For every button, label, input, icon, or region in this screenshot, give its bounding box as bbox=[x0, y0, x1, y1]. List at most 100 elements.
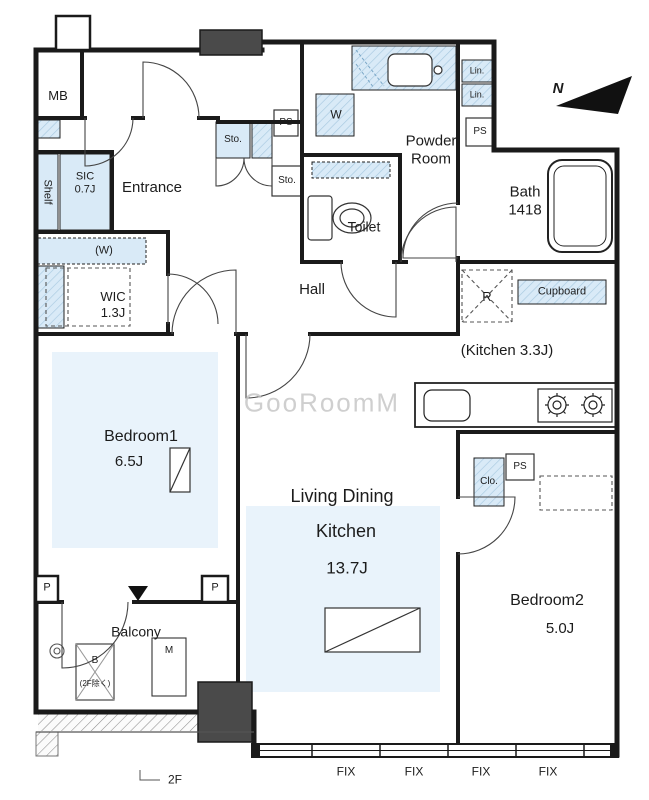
bedroom2-dashed-box bbox=[539, 475, 613, 511]
powder-room-door bbox=[400, 206, 457, 263]
kitchen-counter bbox=[414, 382, 618, 428]
refrigerator-cross bbox=[461, 269, 513, 323]
bedroom1-door bbox=[171, 269, 237, 335]
wic-door bbox=[167, 273, 219, 325]
washbasin-faucet bbox=[433, 65, 443, 75]
wic-label: WIC 1.3J bbox=[100, 289, 125, 321]
washbasin-counter bbox=[351, 45, 457, 91]
bedroom1-label: Bedroom1 bbox=[104, 428, 178, 446]
ps-entrance-label: PS bbox=[279, 116, 293, 128]
balcony-m-label: M bbox=[164, 644, 174, 656]
fix-label-3: FIX bbox=[471, 764, 491, 779]
toilet-door bbox=[340, 261, 397, 318]
bedroom1-floor bbox=[52, 352, 218, 548]
bedroom1-size-label: 6.5J bbox=[114, 452, 144, 470]
balcony-label: Balcony bbox=[111, 623, 161, 640]
mb-hatch-box bbox=[37, 119, 61, 139]
washer-box bbox=[315, 93, 355, 137]
north-label: N bbox=[552, 79, 564, 97]
sic-label: SIC 0.7J bbox=[75, 171, 96, 198]
kitchen-label: (Kitchen 3.3J) bbox=[460, 341, 554, 359]
balcony-corner-hatch bbox=[35, 731, 59, 757]
balcony-drain bbox=[49, 643, 65, 659]
floor-leader-line bbox=[139, 770, 160, 781]
toilet-label: Toilet bbox=[347, 218, 381, 235]
ps-bath-box bbox=[465, 117, 495, 147]
sto-door-left bbox=[215, 157, 245, 187]
pillar-right-label: P bbox=[211, 581, 219, 594]
sic-name: SIC bbox=[75, 170, 95, 183]
ldk-door bbox=[245, 333, 311, 399]
washer-alt-label: (W) bbox=[95, 244, 113, 257]
direction-marker bbox=[128, 586, 148, 601]
entrance-door bbox=[142, 61, 200, 119]
powder-room-label: Powder Room bbox=[406, 133, 457, 170]
powder-line1: Powder bbox=[405, 132, 457, 150]
wic-hanger-area bbox=[45, 267, 131, 327]
refrigerator-space bbox=[461, 269, 513, 323]
linen1-label: Lin. bbox=[469, 65, 485, 76]
floor-label: 2F bbox=[167, 772, 183, 787]
shaft-bottom bbox=[197, 681, 253, 743]
refrigerator-label: R bbox=[482, 289, 492, 305]
toilet-fixture bbox=[307, 195, 372, 241]
entrance-label: Entrance bbox=[121, 178, 183, 196]
balcony-b-label: B bbox=[91, 654, 99, 666]
fix-windows bbox=[251, 743, 619, 758]
inner-walls bbox=[34, 40, 619, 757]
shaft-top bbox=[199, 29, 263, 56]
bedroom2-door bbox=[457, 496, 516, 555]
wic-size: 1.3J bbox=[100, 305, 126, 320]
fix-label-4: FIX bbox=[538, 764, 558, 779]
balcony-b-box bbox=[75, 643, 115, 701]
ps-bedroom2-label: PS bbox=[513, 460, 527, 472]
watermark: GooRoomM bbox=[243, 387, 401, 418]
hall-label: Hall bbox=[299, 280, 325, 298]
pillars bbox=[34, 574, 230, 604]
powder-line2: Room bbox=[410, 151, 452, 168]
pillar-left-box bbox=[34, 574, 60, 604]
bedroom2-size-label: 5.0J bbox=[545, 619, 575, 637]
ldk-label-line2: Kitchen bbox=[315, 521, 377, 542]
cupboard-box bbox=[517, 279, 607, 305]
ps-bedroom2-box bbox=[505, 453, 535, 481]
kitchen-sink bbox=[423, 389, 471, 422]
bedroom2-label: Bedroom2 bbox=[510, 592, 584, 610]
sto-lower-label: Sto. bbox=[278, 174, 296, 186]
wic-shelf-box bbox=[37, 265, 65, 329]
balcony-b-note-label: (2F除く) bbox=[79, 679, 111, 689]
balcony-edge-hatch bbox=[38, 714, 250, 731]
closet-label: Clo. bbox=[480, 475, 498, 487]
bathtub bbox=[547, 159, 613, 253]
ldk-label-line1: Living Dining bbox=[290, 486, 394, 507]
sic-box bbox=[59, 153, 111, 231]
washbasin-sink bbox=[387, 53, 433, 87]
north-arrow bbox=[556, 76, 632, 114]
plan-symbols bbox=[169, 447, 421, 653]
balcony-fixtures bbox=[49, 637, 187, 701]
cupboard-label: Cupboard bbox=[537, 285, 587, 298]
fix-label-1: FIX bbox=[336, 764, 356, 779]
wic-name: WIC bbox=[100, 289, 126, 305]
bath-label: Bath 1418 bbox=[508, 184, 541, 221]
bath-name: Bath bbox=[509, 183, 541, 201]
sic-size: 0.7J bbox=[74, 184, 96, 196]
stove bbox=[537, 388, 613, 423]
pillar-left-label: P bbox=[43, 581, 51, 594]
balcony-door bbox=[61, 601, 129, 669]
sto-upper-hatch bbox=[251, 121, 273, 159]
washer-label: W bbox=[330, 107, 342, 122]
storage-fixtures bbox=[37, 59, 607, 507]
sto-door-right bbox=[243, 157, 273, 187]
exterior-step bbox=[54, 14, 92, 52]
ldk-size-label: 13.7J bbox=[326, 558, 368, 578]
washer-alt-box bbox=[37, 237, 147, 265]
ps-bath-label: PS bbox=[473, 125, 487, 137]
shelf-label: Shelf bbox=[41, 179, 54, 205]
linen2-label: Lin. bbox=[469, 89, 485, 100]
closet-box bbox=[473, 457, 505, 507]
fix-label-2: FIX bbox=[404, 764, 424, 779]
dashed-fixtures bbox=[45, 267, 613, 511]
